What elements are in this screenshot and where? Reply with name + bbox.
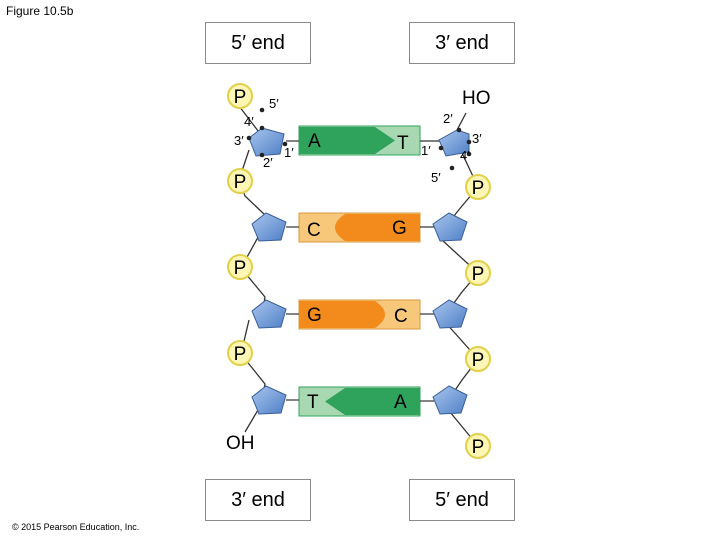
right-carbon-label-3: 3′ (472, 131, 482, 146)
left-phosphate-1: P (227, 83, 253, 109)
right-carbon-label-1: 1′ (421, 143, 431, 158)
left-sugar-1 (248, 127, 285, 157)
left-phosphate-4: P (227, 340, 253, 366)
left-carbon-dot-5 (259, 107, 265, 113)
copyright-notice: © 2015 Pearson Education, Inc. (12, 522, 140, 532)
base-pair-2-right-label: G (392, 218, 407, 239)
base-pair-3-right-label: C (394, 306, 408, 327)
left-carbon-dot-1 (282, 141, 288, 147)
base-pair-3-left-base-shape (299, 301, 385, 328)
right-carbon-label-2: 2′ (443, 111, 453, 126)
left-carbon-dot-4 (259, 125, 265, 131)
left-phosphate-2: P (227, 168, 253, 194)
base-pair-4-right-base-shape (325, 388, 420, 415)
left-carbon-label-3: 3′ (234, 133, 244, 148)
right-phosphate-4-label: P (472, 437, 485, 458)
base-pair-4-right-label: A (394, 392, 407, 413)
right-carbon-dot-2 (456, 127, 462, 133)
right-carbon-label-5: 5′ (431, 170, 441, 185)
right-phosphate-3-label: P (472, 350, 485, 371)
base-pair-3-left-label: G (307, 305, 322, 326)
right-sugar-4 (432, 385, 468, 415)
left-phosphate-2-label: P (234, 172, 247, 193)
base-pair-2-right-base-shape (335, 214, 420, 241)
left-carbon-dot-3 (246, 135, 252, 141)
figure-title: Figure 10.5b (6, 4, 74, 18)
right-phosphate-4: P (465, 433, 491, 459)
right-sugar-2 (432, 212, 468, 242)
right-phosphate-2-label: P (472, 264, 485, 285)
base-pair-1-left-label: A (308, 131, 321, 152)
left-sugar-2 (251, 212, 287, 242)
right-sugar-1 (438, 129, 470, 157)
right-top-end-label: 3′ end (409, 22, 515, 64)
terminal-ho-label: HO (462, 88, 491, 109)
left-carbon-label-1: 1′ (284, 145, 294, 160)
left-carbon-label-5: 5′ (269, 96, 279, 111)
right-phosphate-1-label: P (472, 178, 485, 199)
base-pair-2-left-label: C (307, 220, 321, 241)
right-carbon-dot-3 (466, 139, 472, 145)
right-carbon-label-4: 4′ (460, 148, 470, 163)
right-bottom-end-label: 5′ end (409, 479, 515, 521)
left-bottom-end-label: 3′ end (205, 479, 311, 521)
right-carbon-dot-4 (466, 151, 472, 157)
right-carbon-dot-5 (449, 165, 455, 171)
right-phosphate-1: P (465, 174, 491, 200)
left-carbon-label-2: 2′ (263, 155, 273, 170)
left-sugar-3 (251, 299, 287, 329)
right-sugar-3 (432, 299, 468, 329)
left-phosphate-1-label: P (234, 87, 247, 108)
left-sugar-4 (251, 385, 287, 415)
base-pair-1-left-base-shape (299, 127, 395, 154)
base-pair-1-right-label: T (397, 133, 409, 154)
left-phosphate-4-label: P (234, 344, 247, 365)
left-top-end-label: 5′ end (205, 22, 311, 64)
left-carbon-dot-2 (259, 152, 265, 158)
base-pair-4-left-label: T (307, 392, 319, 413)
right-carbon-dot-1 (438, 145, 444, 151)
right-phosphate-2: P (465, 260, 491, 286)
left-carbon-label-4: 4′ (244, 114, 254, 129)
left-phosphate-3: P (227, 254, 253, 280)
right-phosphate-3: P (465, 346, 491, 372)
terminal-oh-label: OH (226, 433, 255, 454)
left-phosphate-3-label: P (234, 258, 247, 279)
